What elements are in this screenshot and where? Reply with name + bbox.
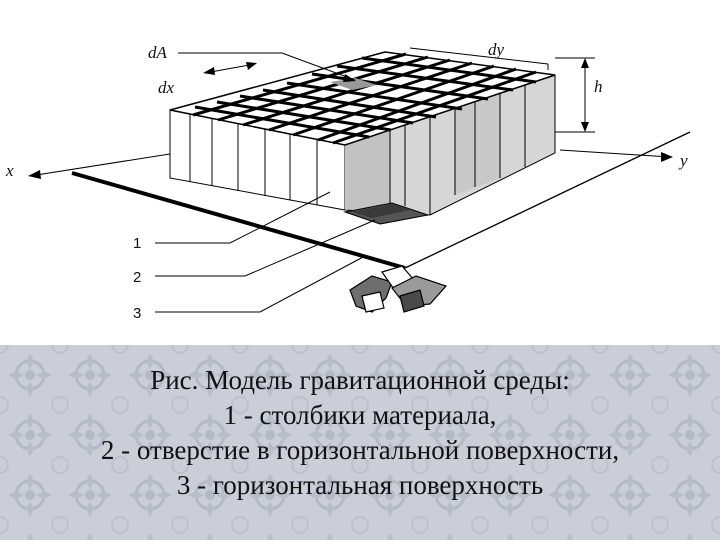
callout-1: 1 (133, 235, 141, 252)
callout-3: 3 (133, 305, 141, 322)
x-axis (29, 149, 196, 177)
callout-2-leader (155, 219, 376, 277)
label-x-axis: x (5, 161, 14, 180)
dx-arrowhead-right (246, 62, 257, 70)
surface-break-symbol (349, 265, 448, 313)
figure-caption: Рис. Модель гравитационной среды: 1 - ст… (0, 363, 720, 503)
label-dA: dA (148, 43, 168, 62)
caption-line-1: Рис. Модель гравитационной среды: (150, 365, 570, 395)
gravity-medium-diagram: dA dx dy h x y 1 2 3 (5, 40, 691, 322)
dA-leader (178, 52, 356, 81)
front-column-dividers (189, 114, 318, 205)
dx-arrowhead-left (203, 67, 215, 75)
dy-dimension (409, 47, 549, 65)
caption-line-3: 2 - отверстие в горизонтальной поверхнос… (100, 435, 620, 465)
callout-2: 2 (133, 269, 141, 286)
right-column-dividers (389, 85, 526, 215)
top-grid-lines (192, 52, 537, 145)
x-axis-arrowhead (28, 170, 41, 179)
decorative-pattern (0, 345, 720, 540)
label-dy: dy (488, 40, 505, 59)
y-axis (559, 149, 671, 158)
y-axis-arrowhead (661, 152, 673, 162)
caption-panel: Рис. Модель гравитационной среды: 1 - ст… (0, 345, 720, 540)
label-h: h (594, 77, 603, 96)
hole-shadow (352, 204, 410, 218)
dA-arrowhead (343, 74, 356, 82)
column-shade-strip (345, 130, 390, 210)
label-dx: dx (158, 78, 175, 97)
callout-3-leader (155, 255, 366, 313)
surface-front-edge (71, 171, 406, 270)
label-y-axis: y (678, 151, 688, 170)
caption-line-4: 3 - горизонтальная поверхность (176, 470, 544, 500)
h-arrowhead-top (581, 58, 589, 68)
caption-line-2: 1 - столбики материала, (223, 400, 497, 430)
h-arrowhead-bottom (581, 122, 589, 132)
diagram-figure: dA dx dy h x y 1 2 3 (5, 40, 691, 322)
surface-right-edge (404, 131, 691, 269)
area-element-dA (330, 78, 377, 90)
column-shade-strip (455, 93, 500, 195)
callout-1-leader (155, 191, 331, 244)
